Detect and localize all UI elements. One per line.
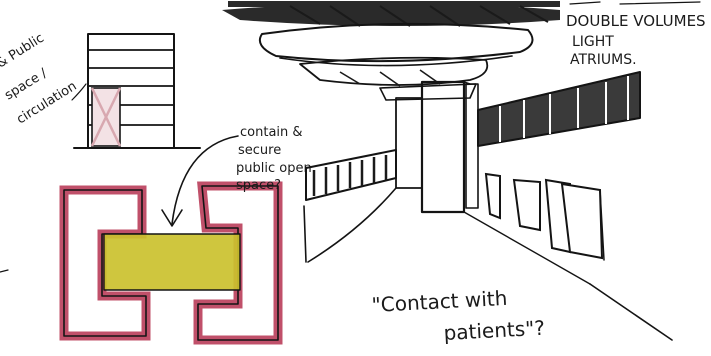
quote-line-1: "Contact with bbox=[371, 286, 508, 317]
label-atriums: ATRIUMS. bbox=[570, 52, 637, 68]
quote-line-2: patients"? bbox=[443, 316, 546, 345]
label-double-volumes: DOUBLE VOLUMES bbox=[566, 12, 706, 30]
partition-2 bbox=[514, 180, 540, 230]
section-diagram bbox=[72, 34, 200, 148]
label-contain-3: public open bbox=[236, 161, 312, 176]
central-open-space bbox=[104, 234, 240, 290]
right-balcony bbox=[478, 72, 640, 146]
label-contain-2: secure bbox=[238, 143, 281, 158]
partition-1 bbox=[486, 174, 500, 218]
central-column bbox=[422, 82, 464, 212]
label-contain-4: space? bbox=[236, 178, 281, 193]
label-light: LIGHT bbox=[572, 34, 614, 50]
label-public-space-1: & Public bbox=[0, 31, 47, 72]
label-contain-1: contain & bbox=[240, 125, 303, 140]
